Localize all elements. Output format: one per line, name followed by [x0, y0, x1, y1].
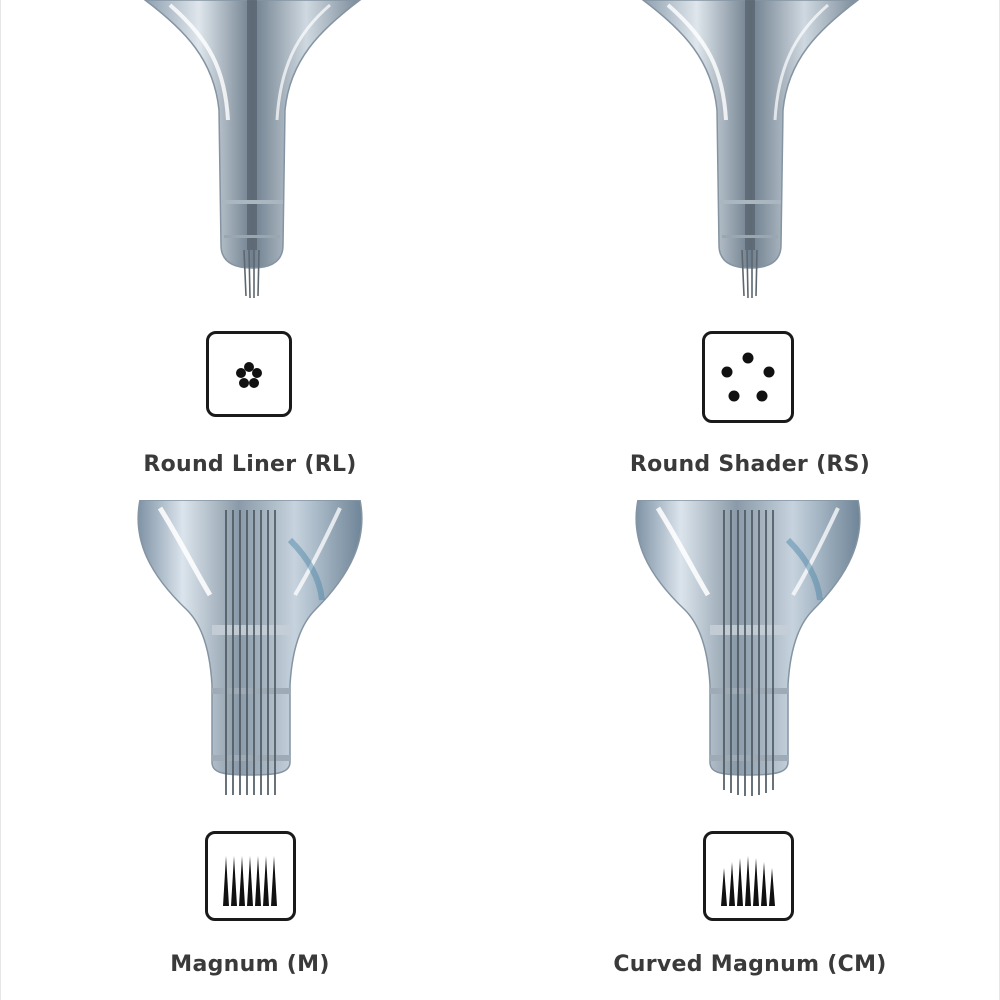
needle-label-round-shader: Round Shader (RS) — [500, 452, 1000, 477]
needle-code: (CM) — [827, 952, 887, 977]
round-cartridge-image — [641, 0, 860, 299]
needle-panel-magnum: Magnum (M) — [0, 500, 500, 1000]
needle-name: Round Liner — [143, 452, 297, 477]
needle-code: (RS) — [816, 452, 871, 477]
needle-label-magnum: Magnum (M) — [0, 952, 500, 977]
magnum-symbol-badge — [205, 831, 296, 921]
curved-magnum-needles-icon — [721, 856, 775, 906]
needle-name: Round Shader — [629, 452, 809, 477]
magnum-cartridge-image — [137, 500, 363, 795]
divider-vertical — [0, 0, 1, 1000]
round-cartridge-image — [143, 0, 362, 299]
magnum-cartridge-image — [635, 500, 861, 796]
curved-magnum-symbol-badge — [703, 831, 794, 921]
needle-name: Magnum — [170, 952, 279, 977]
needle-name: Curved Magnum — [613, 952, 820, 977]
needle-label-round-liner: Round Liner (RL) — [0, 452, 500, 477]
needle-code: (RL) — [304, 452, 357, 477]
round-shader-dots-icon — [721, 352, 775, 402]
needle-panel-round-liner: Round Liner (RL) — [0, 0, 500, 500]
round-liner-dots-icon — [236, 362, 262, 388]
magnum-needles-icon — [223, 856, 277, 906]
needle-panel-round-shader: Round Shader (RS) — [500, 0, 1000, 500]
needle-panel-curved-magnum: Curved Magnum (CM) — [500, 500, 1000, 1000]
round-shader-symbol-badge — [702, 331, 794, 423]
round-liner-symbol-badge — [206, 331, 292, 417]
needle-code: (M) — [286, 952, 330, 977]
needle-label-curved-magnum: Curved Magnum (CM) — [500, 952, 1000, 977]
